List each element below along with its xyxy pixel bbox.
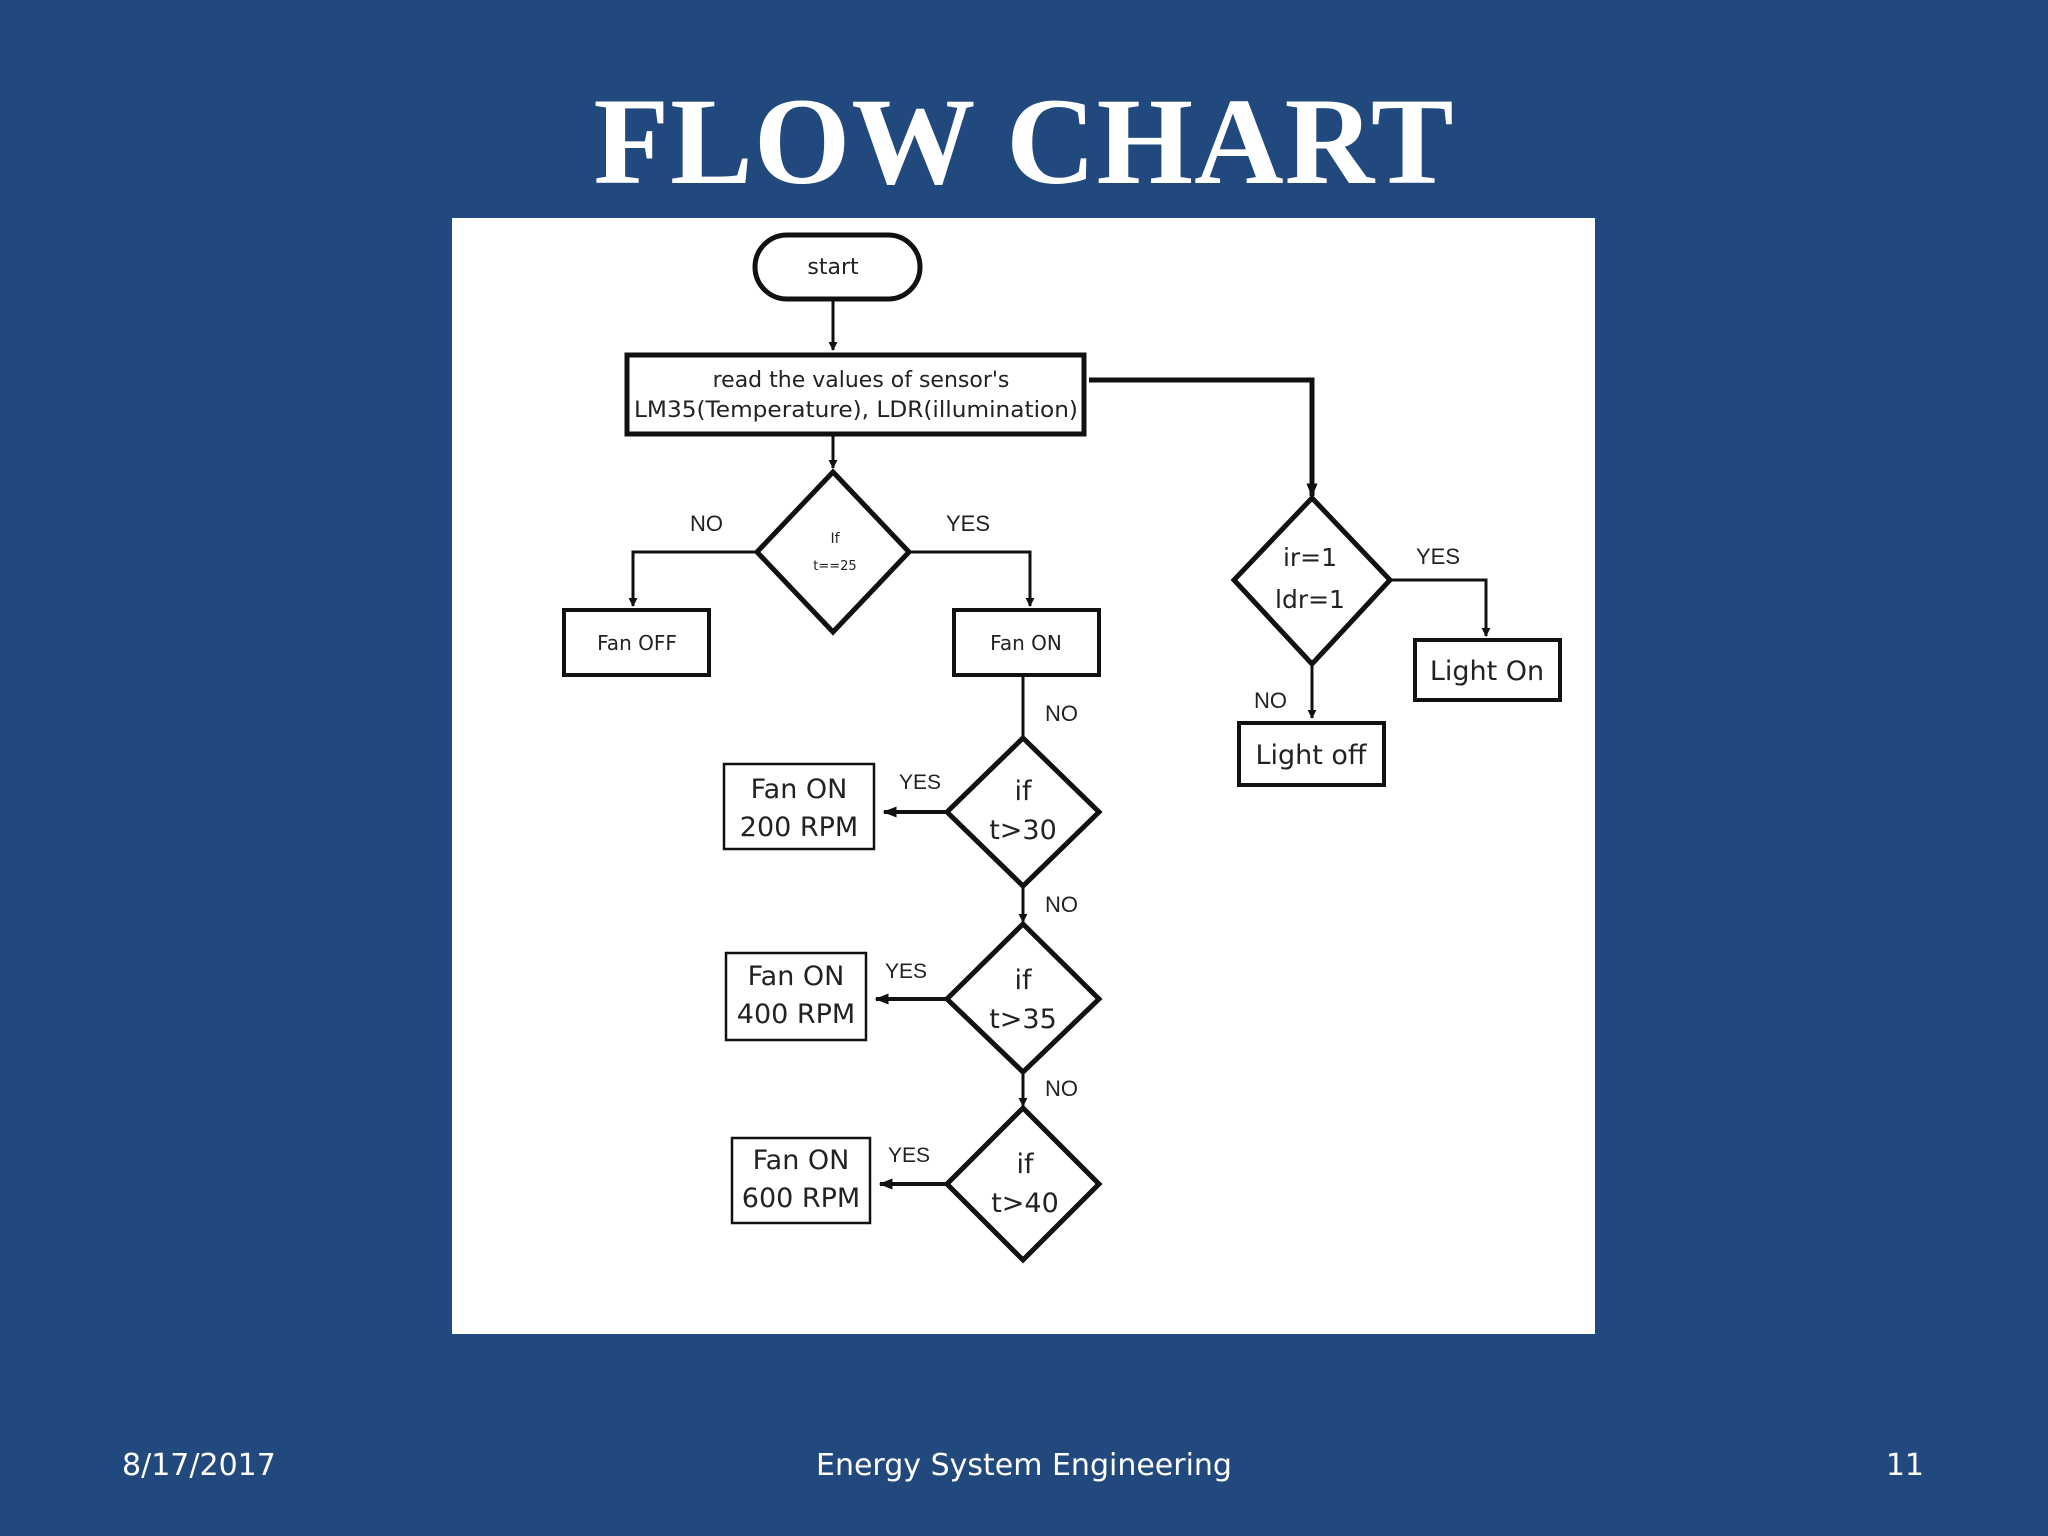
fan-400rpm-box — [724, 951, 868, 1042]
footer-date: 8/17/2017 — [122, 1448, 276, 1483]
start-terminator — [752, 232, 923, 302]
edge-light-yes — [1390, 578, 1491, 637]
decision-t30-yes-label: YES — [899, 771, 941, 794]
slide-title: FLOW CHART — [593, 73, 1455, 210]
read-sensors-line2: LM35(Temperature), LDR(illumination) — [634, 398, 1078, 423]
edge-decision-yes — [909, 550, 1035, 607]
decision-light-line1: ir=1 — [1283, 543, 1337, 572]
decision-main-no-label: NO — [690, 511, 723, 536]
fan-on-label: Fan ON — [990, 631, 1062, 655]
decision-t30-diamond — [943, 734, 1103, 890]
decision-t35-line2: t>35 — [989, 1004, 1057, 1035]
fan-off-box — [562, 608, 711, 677]
fan-off-label: Fan OFF — [597, 631, 677, 655]
light-on-label: Light On — [1430, 656, 1544, 687]
fan-600rpm-line1: Fan ON — [753, 1145, 850, 1176]
light-off-box — [1237, 721, 1386, 787]
read-sensors-line1: read the values of sensor's — [713, 368, 1010, 393]
fan-600rpm-line2: 600 RPM — [742, 1183, 860, 1214]
fan-on-box — [952, 608, 1101, 677]
edge-decision-no — [628, 550, 757, 607]
decision-light-diamond — [1230, 494, 1394, 668]
decision-main-line2: t==25 — [813, 559, 856, 574]
decision-light-line2: ldr=1 — [1275, 585, 1345, 614]
decision-t30-line1: if — [1014, 776, 1033, 807]
decision-main-diamond — [753, 468, 913, 636]
decision-t30-line2: t>30 — [989, 815, 1057, 846]
decision-t35-yes-label: YES — [885, 960, 927, 983]
edge-read-to-light-decision — [1089, 377, 1318, 498]
read-sensors-box — [624, 352, 1087, 437]
fanon-no-label: NO — [1045, 701, 1078, 726]
fan-400rpm-line1: Fan ON — [748, 961, 845, 992]
decision-light-no-label: NO — [1254, 688, 1287, 713]
footer-title: Energy System Engineering — [816, 1448, 1232, 1483]
decision-t40-yes-label: YES — [888, 1144, 930, 1167]
light-off-label: Light off — [1255, 740, 1367, 771]
decision-main-line1: If — [830, 531, 840, 547]
decision-t40-diamond — [943, 1104, 1103, 1264]
decision-t35-no-label: NO — [1045, 1076, 1078, 1101]
decision-t40-line2: t>40 — [991, 1188, 1059, 1219]
fan-200rpm-box — [722, 762, 876, 851]
decision-t35-line1: if — [1014, 965, 1033, 996]
decision-t30-no-label: NO — [1045, 892, 1078, 917]
fan-600rpm-box — [730, 1136, 872, 1225]
decision-t40-line1: if — [1016, 1149, 1035, 1180]
decision-main-yes-label: YES — [946, 511, 990, 536]
decision-t35-diamond — [943, 920, 1103, 1076]
flowchart-panel: start read the values of sensor's LM35(T… — [452, 218, 1595, 1334]
start-label: start — [807, 255, 859, 280]
fan-400rpm-line2: 400 RPM — [737, 999, 855, 1030]
page-number: 11 — [1885, 1448, 1924, 1483]
light-on-box — [1413, 638, 1562, 702]
fan-200rpm-line2: 200 RPM — [740, 812, 858, 843]
fan-200rpm-line1: Fan ON — [751, 774, 848, 805]
flowchart-diagram: start read the values of sensor's LM35(T… — [562, 232, 1562, 1264]
decision-light-yes-label: YES — [1416, 544, 1460, 569]
